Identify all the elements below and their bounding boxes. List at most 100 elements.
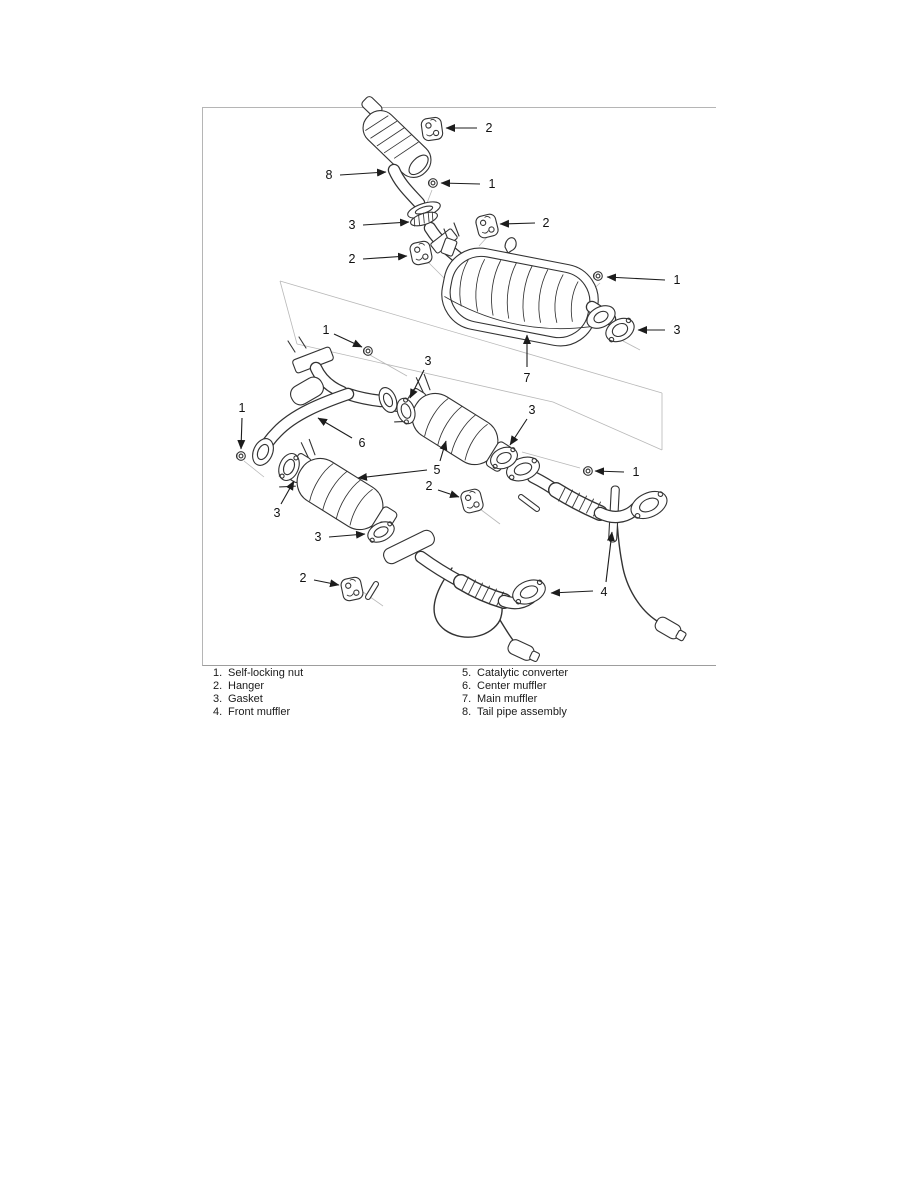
legend-item-number: 1.	[213, 667, 223, 679]
legend-column-left: 1. Self-locking nut 2. Hanger 3. Gasket 4. F…	[213, 667, 303, 719]
callout-leader-line	[606, 273, 666, 282]
callout-number: 6	[359, 436, 366, 450]
callout-leader-line	[313, 579, 340, 588]
callout-leader-line	[333, 333, 363, 348]
center-muffler-inlet-flange	[252, 438, 274, 466]
oxygen-sensor-connector	[654, 616, 687, 642]
legend-item: 3. Gasket	[213, 693, 303, 706]
callout-leader-line	[357, 469, 428, 481]
front-muffler-left	[365, 529, 546, 663]
callout-leader-line	[362, 252, 408, 261]
legend-item: 5. Catalytic converter	[462, 667, 568, 680]
muffler-outlet-flange	[586, 305, 616, 329]
legend-item-number: 6.	[462, 680, 472, 692]
callout-leader-line	[362, 218, 410, 227]
legend-item-number: 4.	[213, 706, 223, 718]
legend-item-number: 8.	[462, 706, 472, 718]
legend-item-number: 3.	[213, 693, 223, 705]
construction-plane-lines	[279, 280, 663, 451]
guide-lines	[243, 189, 641, 607]
callout-leader-line	[328, 530, 366, 539]
callout-leader-line	[237, 417, 246, 450]
callout-number: 2	[349, 252, 356, 266]
legend-item-label: Center muffler	[477, 680, 547, 692]
self-locking-nut	[427, 178, 438, 188]
callout-leader-line	[437, 489, 460, 498]
legend-item-label: Front muffler	[228, 706, 291, 718]
self-locking-nut	[235, 451, 246, 461]
legend-item-number: 7.	[462, 693, 472, 705]
callout-leader-line	[605, 531, 615, 583]
callout-number: 7	[524, 371, 531, 385]
legend-item-label: Self-locking nut	[228, 667, 304, 679]
hanger	[409, 240, 433, 266]
legend-item: 8. Tail pipe assembly	[462, 706, 568, 719]
center-muffler	[252, 336, 398, 466]
callout-leader-line	[339, 168, 387, 177]
callout-number: 1	[323, 323, 330, 337]
callout-leader-line	[280, 480, 295, 505]
callout-number: 4	[601, 585, 608, 599]
hanger	[475, 213, 499, 239]
legend-item: 2. Hanger	[213, 680, 303, 693]
legend-item: 1. Self-locking nut	[213, 667, 303, 680]
callout-number: 2	[300, 571, 307, 585]
callout-number: 2	[426, 479, 433, 493]
callout-number: 2	[486, 121, 493, 135]
legend-item-label: Tail pipe assembly	[477, 706, 567, 718]
legend-item: 7. Main muffler	[462, 693, 568, 706]
callout-number: 1	[674, 273, 681, 287]
callout-leader-line	[440, 179, 481, 188]
tail-pipe-assembly	[361, 96, 441, 227]
gasket	[278, 452, 300, 482]
legend-item-label: Main muffler	[477, 693, 538, 705]
hanger	[340, 576, 364, 602]
gasket	[396, 397, 416, 425]
legend-item-label: Hanger	[228, 680, 265, 692]
callout-leader-line	[409, 369, 425, 399]
legend-item-number: 2.	[213, 680, 223, 692]
front-muffler-right	[506, 456, 687, 642]
front-pipe-flange	[630, 490, 668, 520]
self-locking-nut	[582, 466, 593, 476]
self-locking-nut	[362, 346, 373, 356]
callout-number: 5	[434, 463, 441, 477]
callout-number: 3	[674, 323, 681, 337]
figure-frame	[202, 107, 716, 666]
self-locking-nut	[592, 271, 603, 281]
center-muffler-outlet-flange	[378, 387, 398, 413]
hanger	[460, 488, 484, 514]
callout-number: 3	[529, 403, 536, 417]
gasket	[410, 211, 438, 227]
callout-number: 1	[489, 177, 496, 191]
callout-number: 3	[349, 218, 356, 232]
legend-item-number: 5.	[462, 667, 472, 679]
legend-item: 4. Front muffler	[213, 706, 303, 719]
gasket	[605, 317, 635, 343]
legend-column-right: 5. Catalytic converter 6. Center muffler 7…	[462, 667, 568, 719]
callout-number: 3	[425, 354, 432, 368]
muffler-hook	[504, 237, 517, 254]
legend-item-label: Gasket	[228, 693, 263, 705]
callout-number: 3	[274, 506, 281, 520]
hanger	[420, 116, 444, 142]
callout-number: 1	[239, 401, 246, 415]
gasket	[367, 521, 395, 543]
front-pipe-flange	[512, 579, 546, 605]
front-pipe-inlet-flange	[506, 456, 540, 482]
callout-number: 2	[543, 216, 550, 230]
callout-leader-line	[499, 219, 536, 228]
legend-item-label: Catalytic converter	[477, 667, 569, 679]
callout-leader-line	[439, 440, 448, 462]
gasket	[490, 446, 518, 470]
callout-number: 3	[315, 530, 322, 544]
legend-item: 6. Center muffler	[462, 680, 568, 693]
oxygen-sensor-connector	[507, 639, 541, 663]
callout-number: 1	[633, 465, 640, 479]
callout-leader-line	[317, 417, 353, 439]
main-muffler	[423, 221, 617, 347]
callout-leader-line	[550, 588, 594, 597]
